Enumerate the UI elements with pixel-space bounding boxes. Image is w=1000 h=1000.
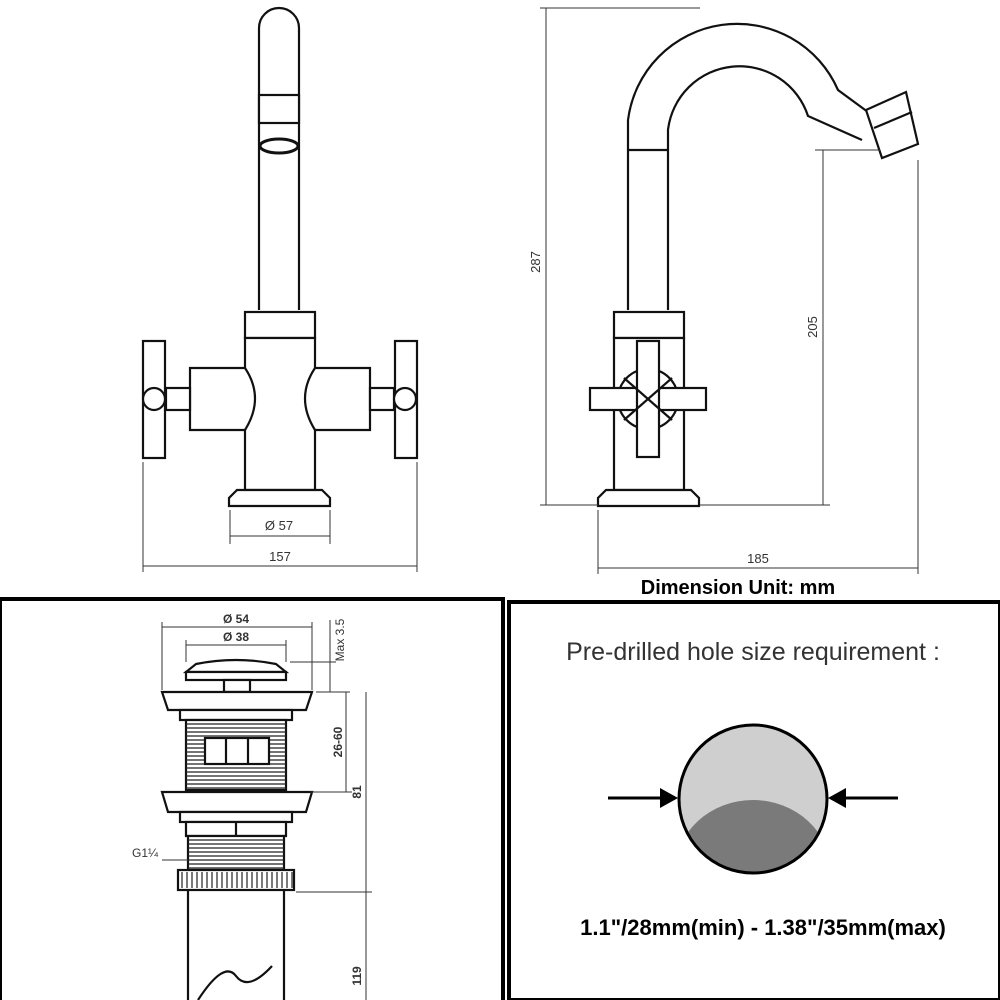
- side-base: [596, 488, 701, 508]
- front-right-handle-cap: [392, 386, 418, 412]
- waste-knurl-lines: [181, 872, 293, 888]
- front-body: [243, 336, 317, 492]
- front-right-stem: [368, 386, 396, 412]
- front-view: Ø 57 157: [141, 6, 419, 572]
- side-spout-height-label: 205: [805, 316, 820, 338]
- waste-lower-thread: [186, 834, 286, 872]
- front-width-label: 157: [269, 549, 291, 564]
- hole-size-panel: Pre-drilled hole size requirement : 1.1"…: [566, 638, 946, 940]
- side-spout-outer: [626, 22, 873, 310]
- hole-panel-frame: [507, 600, 1000, 1000]
- front-left-valve: [188, 366, 256, 432]
- waste-tail-length-label: 119: [350, 966, 364, 986]
- right-arrow-icon: [828, 788, 846, 808]
- side-view: 287 205 185: [528, 7, 920, 574]
- waste-tail-pipe: [186, 890, 286, 1000]
- side-total-height-label: 287: [528, 251, 543, 273]
- waste-top-diameter-label: Ø 54: [223, 612, 249, 626]
- front-base: [227, 488, 332, 508]
- side-body-collar: [612, 310, 686, 340]
- waste-thickness-label: 26-60: [331, 726, 345, 757]
- front-left-stem: [164, 386, 192, 412]
- waste-panel-frame: [0, 597, 505, 1000]
- waste-flange: [160, 690, 314, 712]
- waste-cap-rim: [184, 670, 288, 682]
- waste-tail-break: [197, 965, 273, 1000]
- waste-inner-diameter-label: Ø 38: [223, 630, 249, 644]
- dimension-unit-note: Dimension Unit: mm: [641, 577, 835, 599]
- hole-size-range: 1.1"/28mm(min) - 1.38"/35mm(max): [580, 915, 946, 940]
- waste-lower-thread-lines: [188, 839, 284, 869]
- front-body-collar: [243, 310, 317, 340]
- front-base-diameter-label: Ø 57: [265, 518, 293, 533]
- waste-slot: [203, 736, 271, 766]
- left-arrow-icon: [660, 788, 678, 808]
- waste-nut: [160, 790, 314, 814]
- waste-flange-neck: [178, 708, 294, 722]
- front-left-handle-cap: [141, 386, 167, 412]
- waste-max-protrusion-label: Max 3.5: [333, 618, 347, 661]
- waste-washer: [178, 810, 294, 824]
- side-spout-inner: [666, 65, 863, 310]
- waste-drawing: Ø 54 Ø 38 Max 3.5 26-60 81 119 G1¼: [132, 612, 372, 1000]
- front-spout-band: [257, 93, 301, 125]
- waste-cap-stem: [222, 678, 252, 694]
- waste-body-height-label: 81: [350, 785, 364, 799]
- side-spout-tip: [864, 90, 920, 160]
- waste-cap: [182, 658, 290, 674]
- front-aerator: [258, 137, 300, 155]
- front-right-valve: [304, 366, 372, 432]
- front-spout-tube: [257, 6, 301, 310]
- waste-thread-label: G1¼: [132, 846, 159, 860]
- hole-panel-title: Pre-drilled hole size requirement :: [566, 638, 940, 666]
- side-handle-cross: [623, 377, 673, 421]
- side-projection-label: 185: [747, 551, 769, 566]
